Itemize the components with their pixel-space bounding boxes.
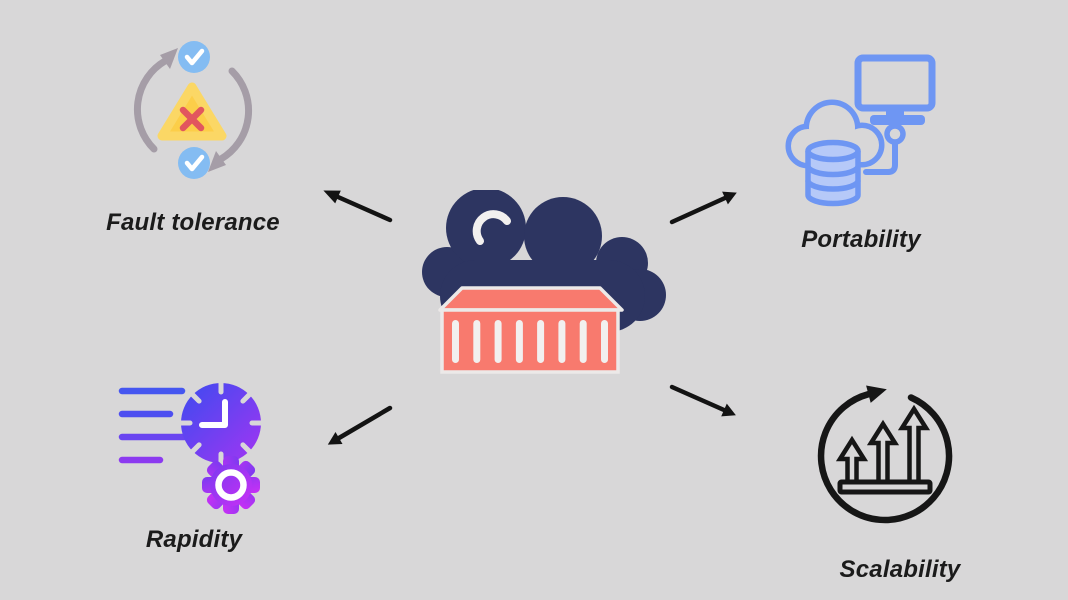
cycle-circle <box>817 385 953 524</box>
growth-arrows <box>835 404 933 495</box>
clock-ticks <box>178 380 264 466</box>
arrow-medium <box>866 419 900 482</box>
speed-clock-gear-icon <box>118 380 264 514</box>
warning-triangle <box>157 82 227 141</box>
container-stripes <box>452 320 608 363</box>
computer-monitor <box>854 54 936 125</box>
clock-face <box>178 380 264 466</box>
check-badges <box>178 41 210 179</box>
check-circle-bottom <box>178 147 210 179</box>
cycle-arrowhead <box>866 385 887 403</box>
check-icon <box>184 48 205 66</box>
database-cylinder <box>805 139 861 207</box>
arrow-short <box>835 435 869 482</box>
speed-lines <box>118 387 191 464</box>
cloud-highlight <box>472 210 511 245</box>
container-lid <box>438 286 624 312</box>
arrow-tall <box>897 404 931 482</box>
rapidity-label: Rapidity <box>145 526 243 553</box>
check-circle-top <box>178 41 210 73</box>
connector-link <box>863 123 906 175</box>
cloud-database-computer-icon <box>785 54 936 207</box>
base-bar <box>837 479 933 495</box>
x-mark-icon <box>179 106 205 132</box>
connector-lines <box>335 194 728 441</box>
container-body <box>440 308 620 374</box>
shipping-container <box>438 286 624 374</box>
growth-arrows-cycle-icon <box>817 385 953 524</box>
scalability-label: Scalability <box>839 556 961 583</box>
arrow-to-portability <box>669 195 728 225</box>
clock-hands <box>199 399 228 428</box>
cloud-shipping-container-icon <box>422 190 666 374</box>
gear-icon <box>202 456 260 514</box>
sync-arcs <box>133 57 253 163</box>
arrow-to-scalability <box>669 384 727 413</box>
sync-arc-arrowheads <box>160 48 226 172</box>
arrow-to-rapidity <box>336 405 393 441</box>
connector-arrowheads <box>323 190 737 445</box>
check-icon <box>184 154 205 172</box>
fault-tolerance-label: Fault tolerance <box>106 209 280 236</box>
arrow-to-fault-tolerance <box>335 194 393 223</box>
portability-label: Portability <box>801 226 921 253</box>
sync-check-warning-icon <box>133 41 253 179</box>
